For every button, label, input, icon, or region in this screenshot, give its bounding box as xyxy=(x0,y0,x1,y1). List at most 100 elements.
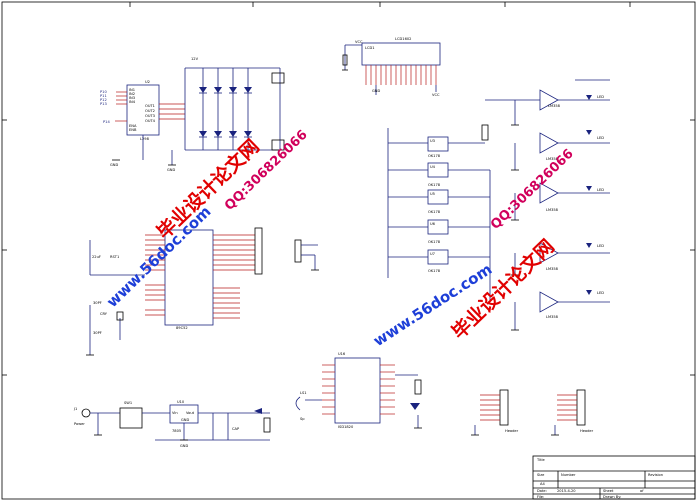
led-4: LED xyxy=(597,244,604,248)
tb-number: Number xyxy=(561,473,576,477)
opto-4: OK178 xyxy=(428,240,441,244)
reset-btn: RST1 xyxy=(110,255,119,259)
u3-in3: IN3 xyxy=(129,96,135,100)
tb-revision: Revision xyxy=(648,473,663,477)
speaker-label: Sp xyxy=(300,417,305,421)
u3-in1: IN1 xyxy=(129,88,135,92)
tb-size: Size xyxy=(537,473,545,477)
mcu-label: 89C52 xyxy=(176,326,188,330)
power-jack: Power xyxy=(74,422,85,426)
svg-text:P14: P14 xyxy=(103,120,110,124)
opamp-4: LM358 xyxy=(546,267,559,271)
reg-ref: U10 xyxy=(177,400,185,404)
l298-ref: U2 xyxy=(145,80,150,84)
svg-text:U3: U3 xyxy=(430,139,435,143)
opamp-5: LM358 xyxy=(546,315,559,319)
lcd-label: LCD1602 xyxy=(395,37,411,41)
svg-text:J1: J1 xyxy=(73,407,77,411)
motor-connector-2 xyxy=(271,139,285,151)
u3-ena: ENA xyxy=(129,124,137,128)
cap-30pf-2: 30PF xyxy=(93,331,102,335)
lcd-vcc: VCC xyxy=(355,40,363,44)
opto-1: OK178 xyxy=(428,154,441,158)
led-5: LED xyxy=(597,291,604,295)
led-2: LED xyxy=(597,136,604,140)
tb-of: of xyxy=(640,489,644,493)
isd-label: ISD1820 xyxy=(338,425,354,429)
motor-connector-1 xyxy=(271,72,285,84)
switch-icon xyxy=(119,407,143,429)
headers: Header Header xyxy=(471,389,594,436)
svg-text:P13: P13 xyxy=(100,102,107,106)
channel-2: U4 OK178 LM358 LED xyxy=(388,130,610,187)
reg-gnd: GND xyxy=(181,418,189,422)
opto-2: OK178 xyxy=(428,183,441,187)
svg-text:P11: P11 xyxy=(100,94,107,98)
switch-ref: SW1 xyxy=(124,401,132,405)
speaker-icon xyxy=(295,396,301,411)
center-connector xyxy=(294,239,319,271)
speaker-ref: LS1 xyxy=(300,391,307,395)
gnd-lcd: GND xyxy=(372,89,380,93)
cap-22uf: 22uF xyxy=(92,255,101,259)
title-block xyxy=(532,455,696,500)
led-1: LED xyxy=(597,95,604,99)
mcu-89c52: 89C52 RST1 22uF CRY 30PF 30PF xyxy=(86,227,263,356)
sensor-channels: U3 OK178 LM358 LED U4 OK178 LM358 LED xyxy=(387,79,610,331)
gnd-power: GND xyxy=(180,444,188,448)
isd1820: U16 ISD1820 LS1 Sp xyxy=(295,352,422,429)
channel-1: U3 OK178 LM358 LED xyxy=(388,79,610,158)
border-ticks xyxy=(2,2,695,376)
power-jack-icon xyxy=(81,408,91,418)
tb-size-val: A4 xyxy=(540,482,545,486)
u3-out4: OUT4 xyxy=(145,119,156,123)
u3-in2: IN2 xyxy=(129,92,135,96)
channel-4: U6 OK178 LM358 LED xyxy=(388,219,610,271)
tb-sheet: Sheet xyxy=(603,489,614,493)
tb-drawn-by: Drawn By: xyxy=(603,495,621,499)
u3-out2: OUT2 xyxy=(145,109,155,113)
tb-date-val: 2015-4-20 xyxy=(557,489,576,493)
tb-file: File: xyxy=(537,495,544,499)
opamp-1: LM358 xyxy=(548,104,561,108)
opto-3: OK178 xyxy=(428,210,441,214)
svg-text:P10: P10 xyxy=(100,90,107,94)
svg-text:U4: U4 xyxy=(430,165,436,169)
crystal: CRY xyxy=(100,312,108,316)
channel-3: U5 OK178 LM358 LED xyxy=(388,182,610,214)
cap-cap: CAP xyxy=(232,427,240,431)
power-supply: J1 Power SW1 U10 Vin Vout GND 7805 CAP G… xyxy=(73,400,271,448)
tb-date: Date: xyxy=(537,489,547,493)
header-1: Header xyxy=(505,429,519,433)
svg-text:U6: U6 xyxy=(430,222,436,226)
svg-text:U7: U7 xyxy=(430,252,435,256)
gnd-bridge: GND xyxy=(167,168,175,172)
led-3: LED xyxy=(597,188,604,192)
channel-5: U7 OK178 LM358 LED xyxy=(388,249,610,319)
opto-5: OK178 xyxy=(428,269,441,273)
gnd-l298: GND xyxy=(110,163,118,167)
svg-text:U16: U16 xyxy=(338,352,346,356)
reg-label: 7805 xyxy=(172,429,181,433)
resistor-network xyxy=(254,227,263,275)
reg-vin: Vin xyxy=(172,411,178,415)
diode-bridge: 12V GND xyxy=(167,57,285,172)
svg-text:U5: U5 xyxy=(430,192,435,196)
reg-vout: Vout xyxy=(186,411,195,415)
svg-text:12V: 12V xyxy=(191,57,199,61)
lcd-ref: LCD1 xyxy=(365,46,375,50)
opamp-3: LM358 xyxy=(546,208,559,212)
u3-enb: ENB xyxy=(129,128,137,132)
opamp-2: LM358 xyxy=(546,157,559,161)
u3-out3: OUT3 xyxy=(145,114,155,118)
u3-out1: OUT1 xyxy=(145,104,155,108)
u3-in4: IN4 xyxy=(129,100,136,104)
header-2: Header xyxy=(580,429,594,433)
cap-30pf-1: 30PF xyxy=(93,301,102,305)
tb-title: Title xyxy=(536,458,545,462)
svg-text:P12: P12 xyxy=(100,98,107,102)
